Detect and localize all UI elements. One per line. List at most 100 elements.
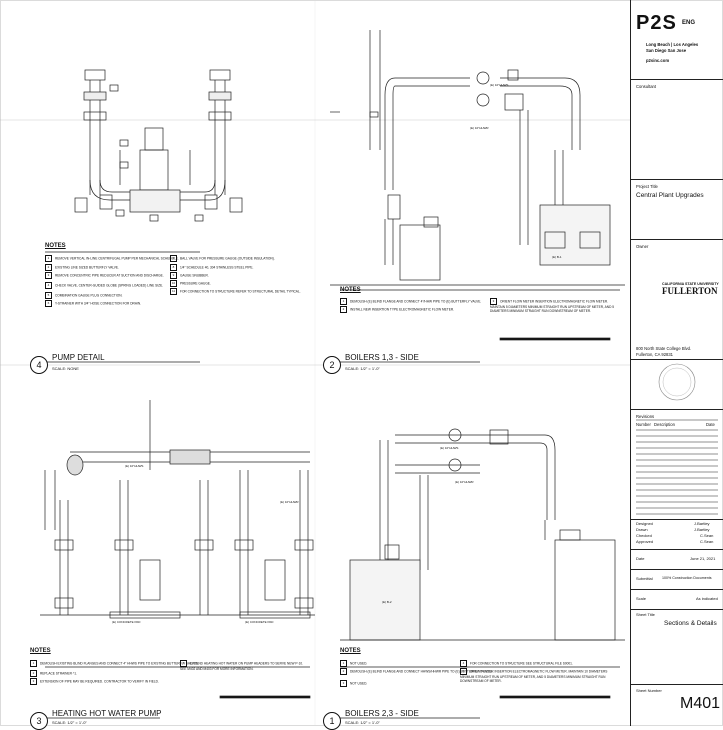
- view1-scale: SCALE: 1/2" = 1'-0": [345, 720, 380, 725]
- revisions-label: Revisions: [636, 414, 655, 419]
- university-line1: CALIFORNIA STATE UNIVERSITY: [662, 282, 719, 286]
- view4-number: 4: [30, 356, 48, 374]
- boilers-1-3-drawing: [330, 30, 625, 286]
- sheet-title-label: Sheet Title: [636, 612, 655, 617]
- view1-number: 1: [323, 712, 341, 730]
- credit-designed-value: J.Bartley: [694, 521, 710, 526]
- firm-logo-suffix: ENG: [682, 20, 696, 26]
- view1-notes-heading: NOTES: [340, 648, 361, 654]
- owner-block: [631, 240, 723, 360]
- sheet-title-block: [631, 610, 723, 685]
- consultant-label: Consultant: [636, 84, 657, 89]
- view1-tag-b2: (E) B-2: [382, 600, 392, 604]
- firm-logo: P2S: [636, 12, 677, 34]
- view2-tag-b1: (E) B-1: [552, 255, 562, 259]
- sheet-number: M401: [680, 695, 721, 712]
- revisions-col-number: Number: [636, 422, 651, 427]
- view3-tag-concrete-1: (E) CONCRETE PAD: [112, 620, 141, 624]
- firm-cities-1: Long Beach | Los Angeles: [646, 42, 699, 47]
- sheet-number-label: Sheet Number: [636, 688, 662, 693]
- view1-title: BOILERS 2,3 - SIDE: [345, 709, 419, 718]
- view1-tag-hhws: (E) 10"HHWS: [440, 446, 459, 450]
- view4-title: PUMP DETAIL: [52, 353, 105, 362]
- university-line2: FULLERTON: [662, 286, 718, 296]
- submittal-value: 100% Construction Documents: [662, 576, 712, 580]
- project-title-label: Project Title: [636, 184, 658, 189]
- title-block: [630, 0, 723, 726]
- view4-scale: SCALE: NONE: [52, 366, 79, 371]
- view2-number: 2: [323, 356, 341, 374]
- boilers-2-3-drawing: [340, 428, 625, 641]
- view2-title: BOILERS 1,3 - SIDE: [345, 353, 419, 362]
- credit-checked-value: C.Sean: [700, 533, 714, 538]
- view3-scale: SCALE: 1/2" = 1'-0": [52, 720, 87, 725]
- revisions-col-description: Description: [654, 422, 675, 427]
- view3-title: HEATING HOT WATER PUMP: [52, 709, 162, 718]
- scale-block: [631, 590, 723, 610]
- revisions-col-date: Date: [706, 422, 715, 427]
- date-value: June 21, 2021: [690, 556, 716, 561]
- revisions-block: [631, 410, 723, 520]
- view2-tag-hhwr: (E) 10"HHWR: [470, 126, 489, 130]
- sheet-title: Sections & Details: [664, 620, 717, 627]
- project-block: [631, 180, 723, 240]
- firm-website[interactable]: p2sinc.com: [646, 58, 670, 63]
- scale-value: As indicated: [696, 596, 718, 601]
- submittal-label: Submittal: [636, 576, 653, 581]
- credit-drawn-label: Drawn: [636, 527, 648, 532]
- credit-checked-label: Checked: [636, 533, 652, 538]
- heating-hot-water-pump-drawing: [40, 400, 315, 619]
- seal-icon: [659, 364, 695, 400]
- view4-notes-heading: NOTES: [45, 243, 66, 249]
- view3-notes-heading: NOTES: [30, 648, 51, 654]
- submittal-block: [631, 570, 723, 590]
- project-title: Central Plant Upgrades: [636, 192, 704, 199]
- university-address1: 800 North State College Blvd.: [636, 346, 692, 351]
- credit-drawn-value: J.Bartley: [694, 527, 710, 532]
- credits-block: [631, 520, 723, 550]
- date-label: Date: [636, 556, 645, 561]
- view1-tag-hhwr: (E) 10"HHWR: [455, 480, 474, 484]
- view3-tag-concrete-2: (E) CONCRETE PAD: [245, 620, 274, 624]
- view3-tag-hhws: (E) 10"HHWS: [125, 464, 144, 468]
- firm-cities-2: San Diego San Jose: [646, 48, 687, 53]
- pump-detail-drawing: [74, 69, 243, 222]
- credit-approved-label: Approved: [636, 539, 654, 544]
- view2-scale: SCALE: 1/2" = 1'-0": [345, 366, 380, 371]
- view3-tag-hhwr: (E) 10"HHWR: [280, 500, 299, 504]
- consultant-block: [631, 80, 723, 180]
- credit-approved-value: C.Sean: [700, 539, 714, 544]
- credit-designed-label: Designed: [636, 521, 653, 526]
- view2-notes-heading: NOTES: [340, 287, 361, 293]
- view3-number: 3: [30, 712, 48, 730]
- date-block: [631, 550, 723, 570]
- owner-label: Owner: [636, 244, 649, 249]
- seal-block: [631, 360, 723, 410]
- university-address2: Fullerton, CA 92831: [636, 352, 674, 357]
